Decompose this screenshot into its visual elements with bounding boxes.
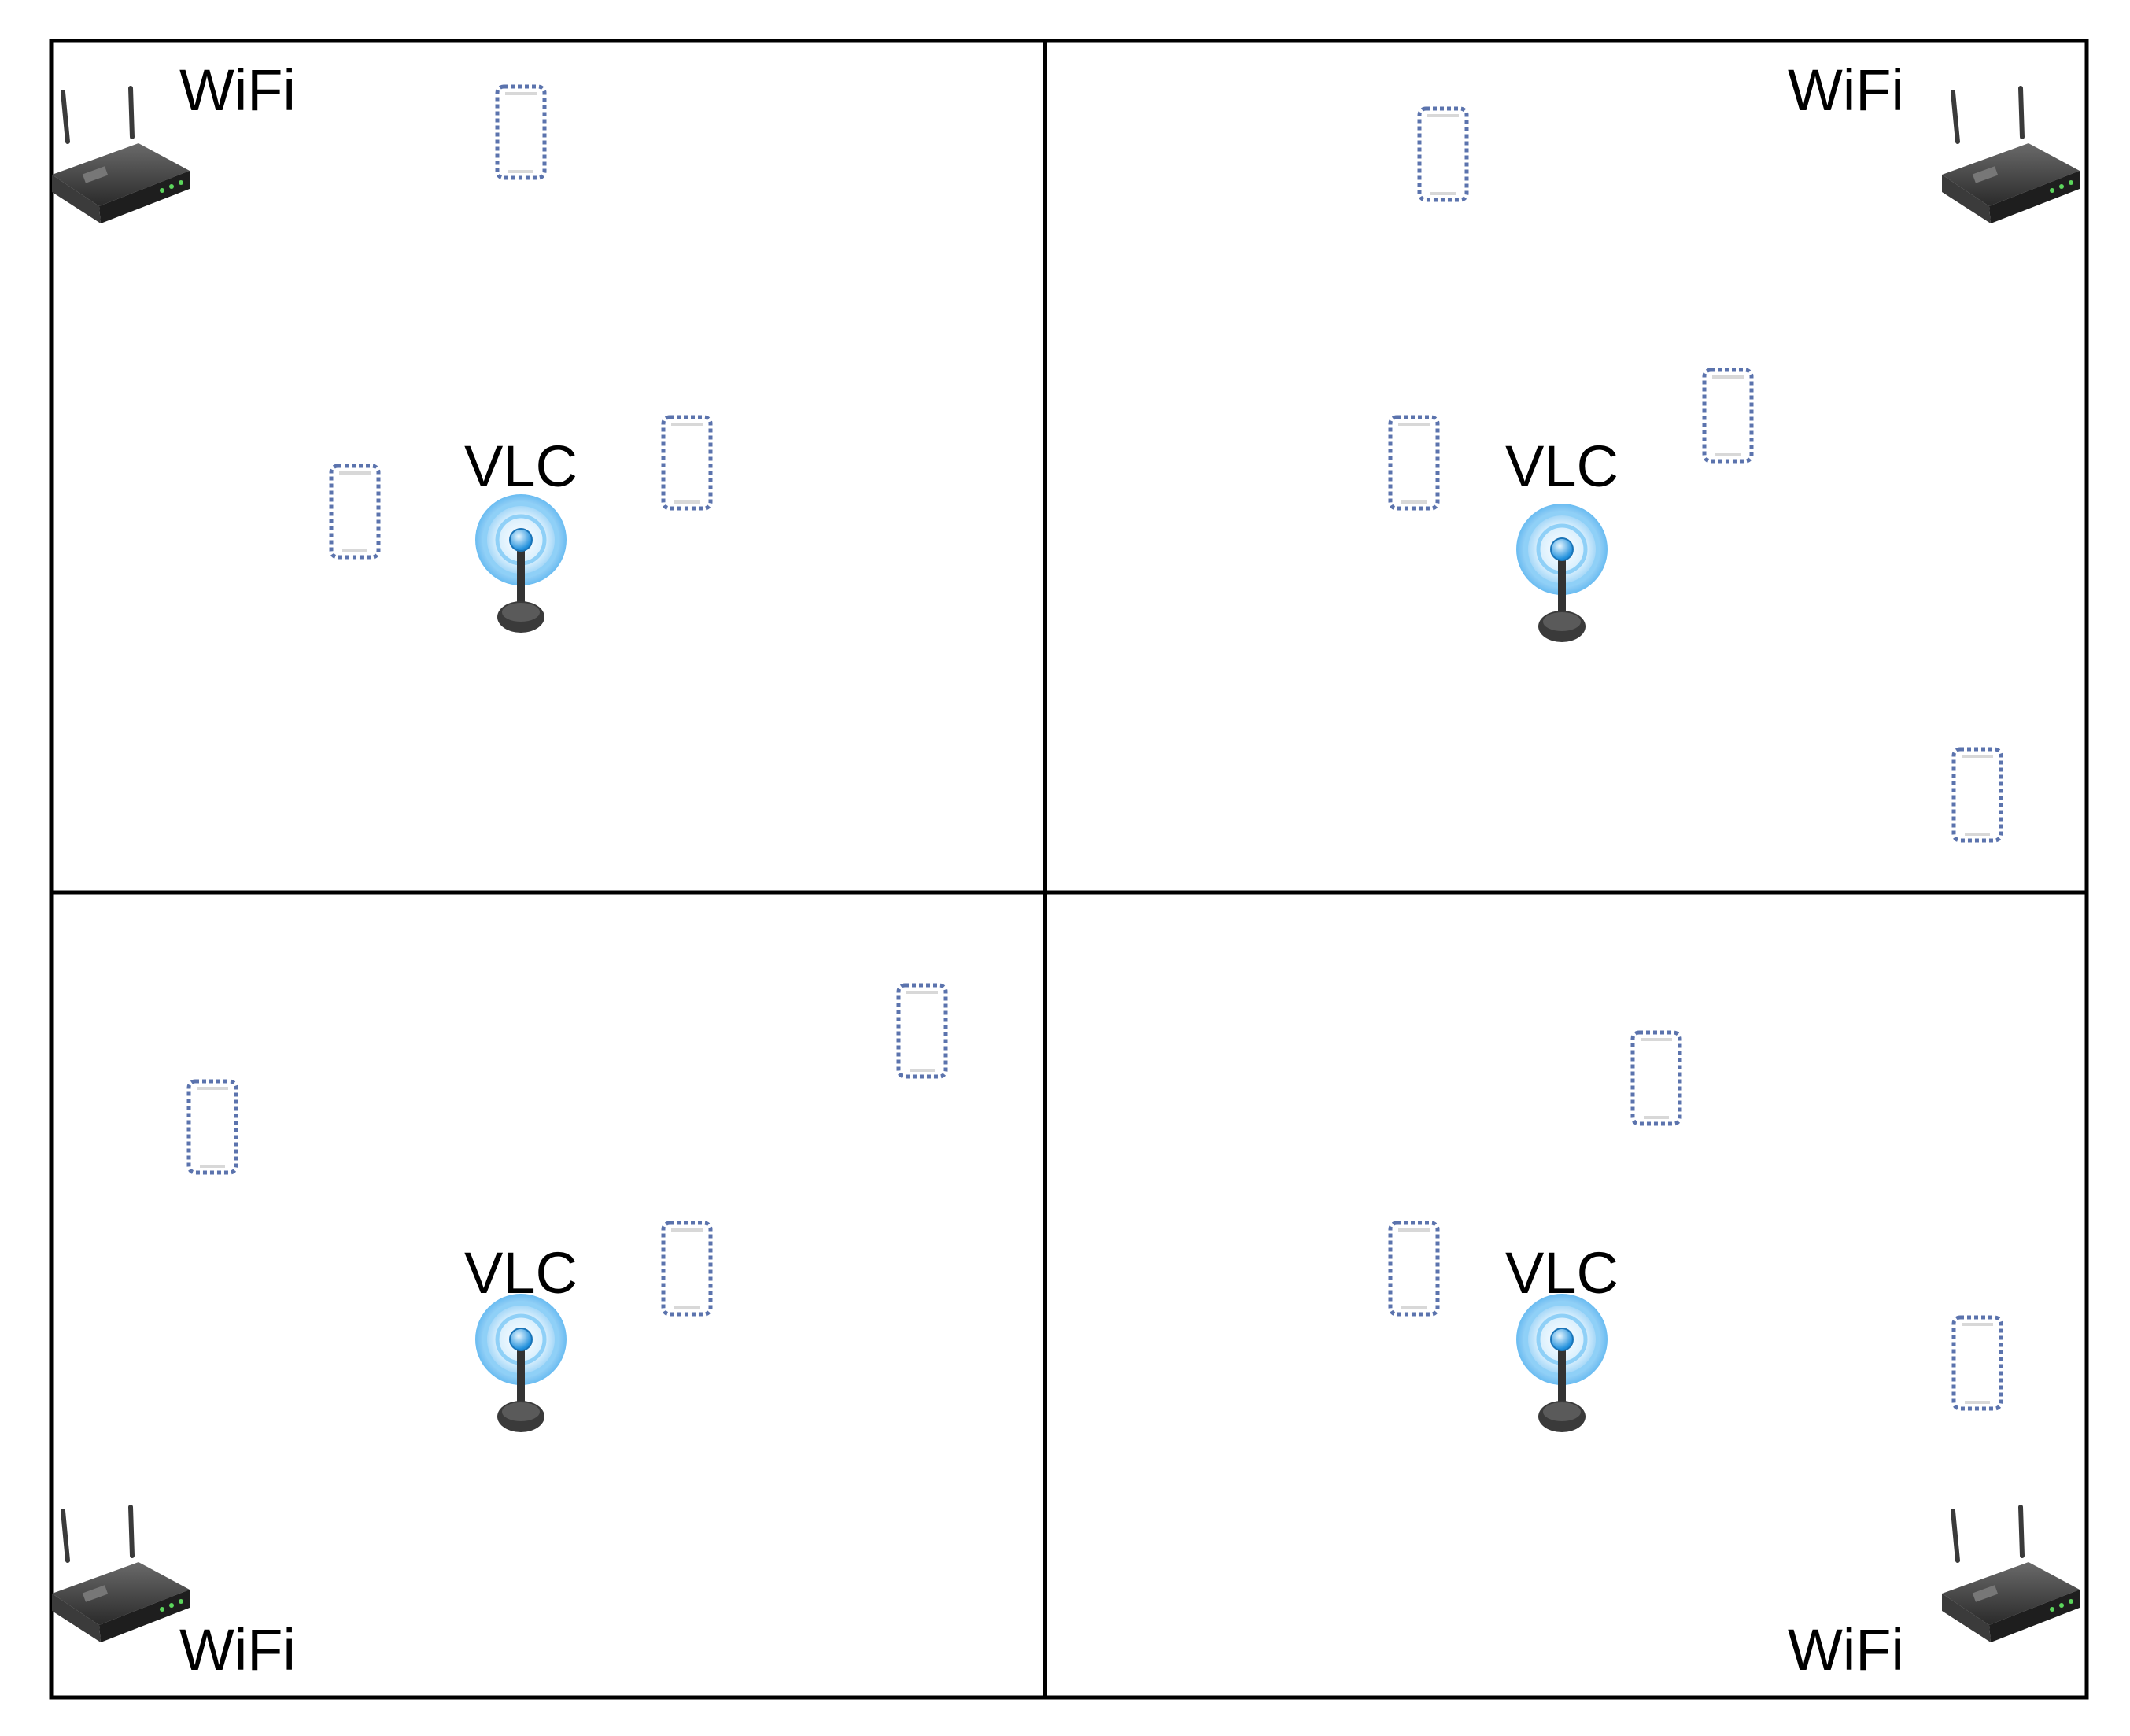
wifi-label: WiFi xyxy=(1788,57,1904,123)
wifi-label: WiFi xyxy=(179,57,296,123)
vlc-label: VLC xyxy=(464,434,578,499)
smartphone-icon xyxy=(1954,749,2001,840)
wifi-router-icon xyxy=(52,88,190,223)
wifi-label: WiFi xyxy=(1788,1617,1904,1682)
wifi-label: WiFi xyxy=(179,1617,296,1682)
smartphone-icon xyxy=(663,417,711,508)
smartphone-icon xyxy=(899,985,946,1077)
smartphone-icon xyxy=(1954,1317,2001,1409)
room-grid xyxy=(49,39,2089,1700)
smartphone-icon xyxy=(1704,370,1752,461)
room-bottom-left: WiFi VLC xyxy=(52,985,946,1682)
smartphone-icon xyxy=(663,1223,711,1314)
vlc-antenna-icon xyxy=(475,1294,567,1432)
smartphone-icon xyxy=(1419,109,1467,200)
room-bottom-right: WiFi VLC xyxy=(1390,1032,2080,1682)
wifi-router-icon xyxy=(1942,1507,2080,1642)
vlc-label: VLC xyxy=(1505,434,1619,499)
wifi-router-icon xyxy=(1942,88,2080,223)
vlc-antenna-icon xyxy=(1516,504,1608,642)
smartphone-icon xyxy=(1390,1223,1438,1314)
vlc-antenna-icon xyxy=(475,494,567,633)
room-top-left: WiFi VLC xyxy=(52,57,711,633)
smartphone-icon xyxy=(1390,417,1438,508)
outer-border xyxy=(49,39,2089,1700)
smartphone-icon xyxy=(497,87,544,178)
smartphone-icon xyxy=(331,466,378,557)
smartphone-icon xyxy=(1633,1032,1680,1124)
vlc-antenna-icon xyxy=(1516,1294,1608,1432)
smartphone-icon xyxy=(189,1081,236,1173)
room-top-right: WiFi VLC xyxy=(1390,57,2080,840)
wifi-router-icon xyxy=(52,1507,190,1642)
